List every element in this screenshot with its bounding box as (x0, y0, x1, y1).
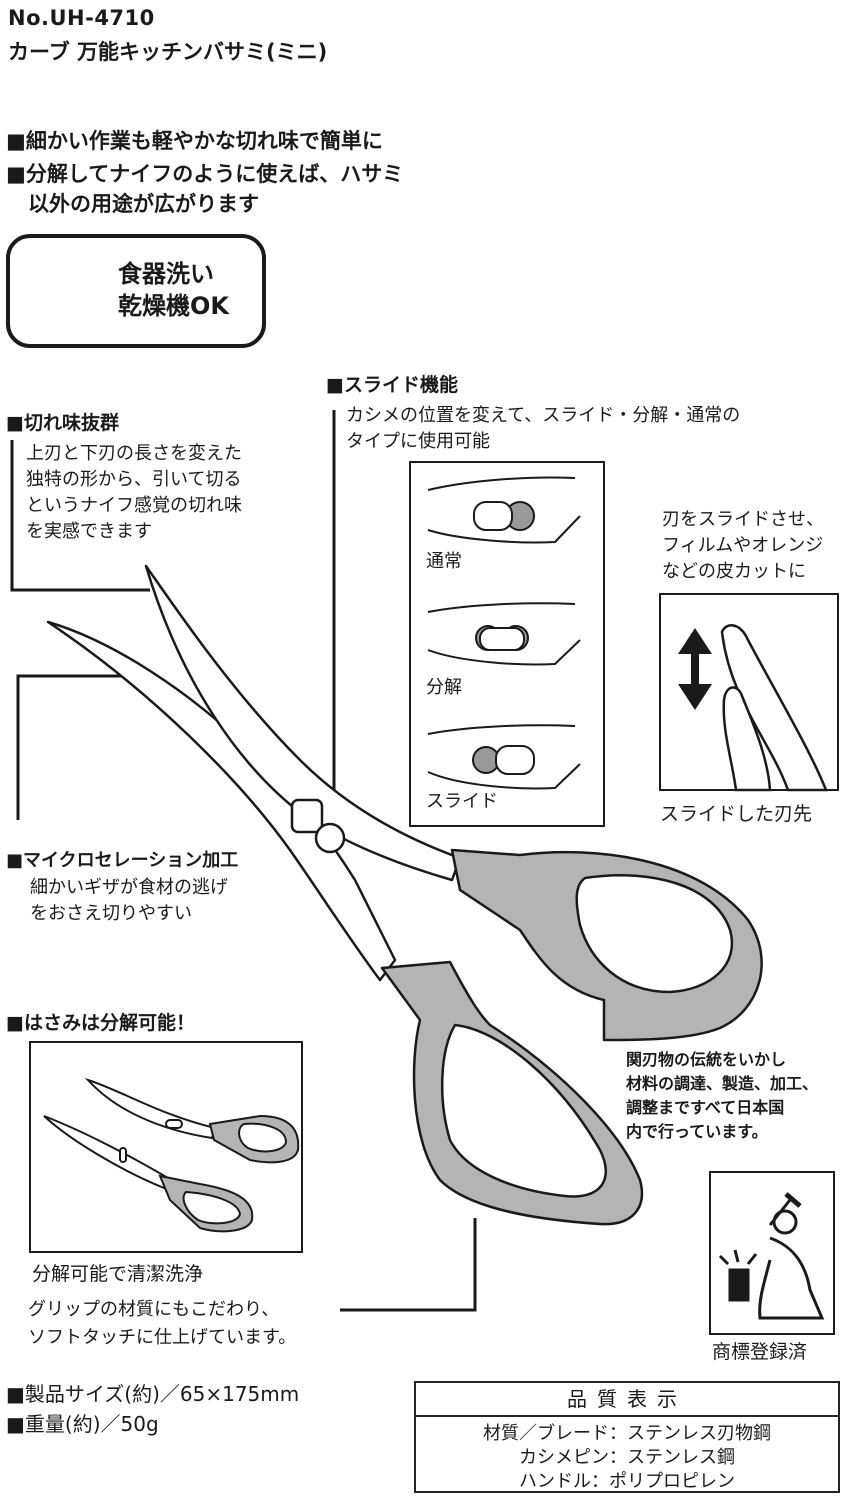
product-name: カーブ 万能キッチンバサミ(ミニ) (8, 40, 328, 64)
slide-function-title: ■スライド機能 (326, 374, 458, 396)
detachable-caption: 分解可能で清潔洗浄 (32, 1263, 204, 1285)
sharpness-line: というナイフ感覚の切れ味 (26, 495, 242, 516)
quality-table-row: カシメピン：ステンレス鋼 (519, 1447, 735, 1468)
made-in-japan-line: 調整まですべて日本国 (626, 1098, 785, 1117)
sharpness-title: ■切れ味抜群 (6, 412, 119, 434)
quality-table-title: 品質表示 (416, 1383, 838, 1417)
slide-tip-caption: スライドした刃先 (660, 803, 813, 825)
slide-mode-label: スライド (426, 791, 498, 812)
trademark-frame (709, 1171, 835, 1335)
feature-line: 以外の用途が広がります (28, 192, 259, 216)
slide-function-line: タイプに使用可能 (346, 431, 490, 452)
blacksmith-icon (718, 1192, 825, 1320)
callout-lines (10, 410, 477, 1312)
made-in-japan-line: 材料の調達、製造、加工、 (626, 1074, 819, 1093)
grip-line: グリップの材質にもこだわり、 (28, 1299, 280, 1320)
slide-tip-blades (720, 624, 828, 792)
slide-pin-icons (472, 501, 535, 775)
feature-line: ■分解してナイフのように使えば、ハサミ (6, 162, 404, 186)
slide-mode-label: 分解 (426, 677, 462, 698)
made-in-japan-text: 関刃物の伝統をいかし 材料の調達、製造、加工、 調整まですべて日本国 内で行って… (626, 1048, 818, 1144)
callout-grip (340, 1218, 477, 1312)
slide-tip-line: などの皮カットに (662, 561, 806, 582)
dishwasher-badge (6, 234, 266, 348)
slide-mode-label: 通常 (426, 551, 462, 572)
feature-line: ■細かい作業も軽やかな切れ味で簡単に (6, 129, 383, 153)
grip-line: ソフトタッチに仕上げています。 (28, 1327, 297, 1348)
quality-table-row: ハンドル：ポリプロピレン (519, 1471, 735, 1492)
made-in-japan-line: 内で行っています。 (626, 1122, 768, 1141)
serration-line: をおさえ切りやすい (30, 903, 192, 924)
sharpness-line: 独特の形から、引いて切る (26, 469, 242, 490)
slide-function-line: カシメの位置を変えて、スライド・分解・通常の (346, 405, 741, 426)
dishwasher-line2: 乾燥機OK (118, 292, 229, 320)
serration-title: ■マイクロセレーション加工 (6, 850, 239, 871)
detached-blades-icon (43, 1077, 300, 1233)
quality-table: 品質表示 材質／ブレード：ステンレス刃物鋼 カシメピン：ステンレス鋼 ハンドル：… (414, 1381, 840, 1493)
up-down-arrow-icon (678, 628, 712, 710)
made-in-japan-line: 関刃物の伝統をいかし (626, 1050, 787, 1069)
sharpness-line: を実感できます (26, 521, 152, 542)
scissors-main (46, 564, 763, 1226)
sharpness-line: 上刃と下刃の長さを変えた (26, 443, 242, 464)
serration-line: 細かいギザが食材の逃げ (30, 877, 228, 898)
slide-tip-line: 刃をスライドさせ、 (662, 509, 824, 530)
spec-size: ■製品サイズ(約)／65×175mm (6, 1382, 300, 1406)
slide-panel-blades (427, 476, 581, 790)
spec-weight: ■重量(約)／50g (6, 1412, 159, 1436)
callout-sharpness (10, 440, 150, 592)
quality-table-row: 材質／ブレード：ステンレス刃物鋼 (483, 1423, 771, 1444)
callout-serration (16, 674, 130, 820)
trademark-caption: 商標登録済 (712, 1341, 808, 1363)
dishwasher-line1: 食器洗い (118, 260, 214, 288)
detachable-title: ■はさみは分解可能！ (6, 1012, 195, 1034)
model-number: No.UH-4710 (8, 6, 155, 30)
slide-tip-line: フィルムやオレンジ (662, 535, 824, 556)
dishwasher-badge-text: 食器洗い 乾燥機OK (118, 258, 229, 322)
